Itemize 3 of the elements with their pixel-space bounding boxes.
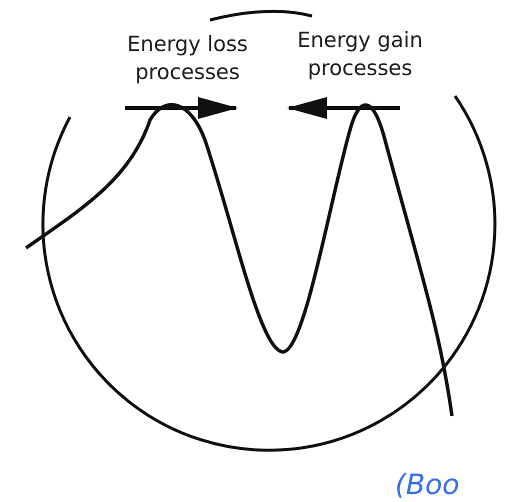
process-label: Energy gain processes <box>296 27 424 82</box>
process-label: Energy loss processes <box>126 31 249 86</box>
citation-text: (Boo <box>395 468 460 502</box>
